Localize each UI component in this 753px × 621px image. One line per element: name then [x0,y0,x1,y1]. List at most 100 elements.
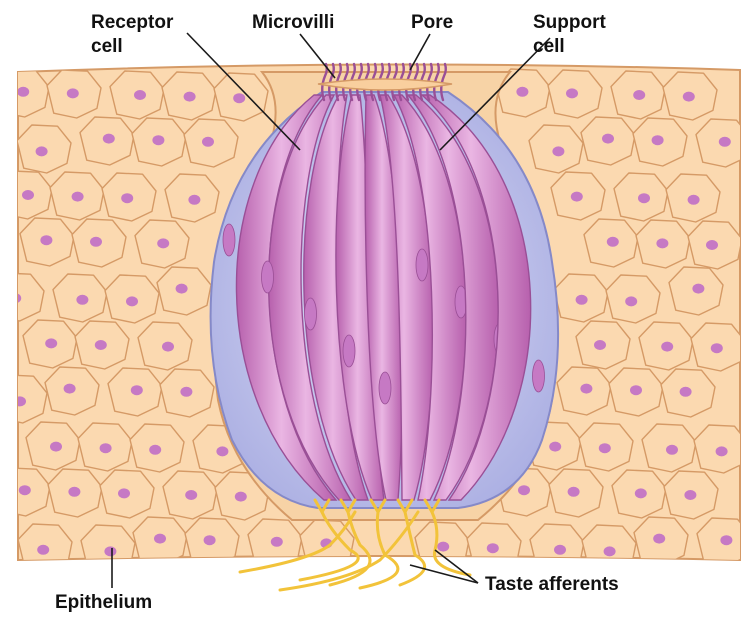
cell-nucleus [661,341,674,352]
taste-afferent-fibers [238,498,472,592]
receptor-nucleus [532,359,545,393]
cell-nucleus [126,296,138,307]
receptor-nucleus [342,334,356,368]
cell-nucleus [549,441,562,452]
cell-nucleus [188,194,201,205]
cell-nucleus [567,486,580,497]
microvillus [370,62,377,102]
cell-nucleus [18,293,22,304]
cell-nucleus [710,343,723,354]
cell-nucleus [570,191,583,202]
taste-afferents-leader-line-2 [409,564,479,584]
receptor-cell-leader-line [186,32,301,151]
microvillus [377,62,384,102]
cell-nucleus [638,193,650,204]
cell-nucleus [66,88,79,99]
microvillus [398,62,405,102]
taste-bud [209,62,560,592]
taste-afferents-leader-line-1 [434,549,479,584]
cell-nucleus [18,86,30,97]
cell-nucleus [183,91,196,102]
cell-nucleus [715,446,728,457]
microvilli [321,62,447,102]
pore-leader-line [409,33,431,71]
cell-nucleus [149,444,162,455]
taste-afferents-label: Taste afferents [485,574,619,595]
epithelial-cells [18,68,740,560]
cell-nucleus [121,193,134,204]
receptor-nucleus [378,371,392,405]
nerve-ending [423,498,441,515]
receptor-cell [392,94,467,501]
cell-nucleus [37,544,50,555]
cell-nucleus [233,93,246,104]
cell-nucleus [692,283,705,294]
cell-nucleus [516,86,529,97]
cell-nucleus [234,491,247,502]
cell-nucleus [575,294,588,305]
cell-nucleus [606,236,619,247]
cell-nucleus [203,535,216,546]
cell-nucleus [633,90,646,100]
cell-nucleus [630,385,642,396]
cell-nucleus [40,235,53,246]
receptor-cell [420,94,532,501]
support-cell-label: Support [533,12,606,33]
cell-nucleus [152,135,165,146]
nerve-ending [313,498,331,515]
microvillus [342,62,349,102]
support-cell-label-line2: cell [533,36,565,57]
cell-nucleus [18,485,31,496]
cell-nucleus [99,443,112,454]
microvillus [363,62,370,102]
cell-nucleus [118,488,130,499]
microvillus [349,62,356,102]
nerve-ending [369,498,387,515]
cell-nucleus [598,443,611,454]
receptor-cell [268,94,353,501]
microvillus [391,62,398,102]
cell-nucleus [50,441,62,452]
cell-nucleus [162,341,174,352]
cell-nucleus [180,386,193,397]
cell-nucleus [651,135,664,146]
microvillus [384,62,391,102]
cell-nucleus [687,194,700,205]
cell-nucleus [684,490,697,500]
cell-nucleus [154,533,166,544]
microvillus [356,62,363,102]
cell-nucleus [202,136,214,147]
cell-nucleus [104,546,117,557]
cell-nucleus [45,338,58,349]
microvillus [419,62,426,102]
cell-nucleus [634,488,647,499]
microvilli-leader-line [299,33,336,79]
epithelial-cell [18,272,45,322]
receptor-nucleus [261,260,274,294]
cell-nucleus [18,396,26,407]
cell-nucleus [185,490,198,500]
microvillus [426,62,433,102]
cell-nucleus [594,340,606,350]
receptor-nucleus [415,248,429,282]
cell-nucleus [486,543,499,554]
cell-nucleus [706,240,718,250]
leader-lines [111,32,551,588]
cell-nucleus [76,294,89,305]
microvillus [433,62,440,102]
cell-nucleus [216,446,229,457]
cell-nucleus [552,146,565,157]
microvillus [412,62,419,102]
cell-nucleus [68,486,81,497]
receptor-cell-label-line2: cell [91,36,123,57]
cell-nucleus [566,88,578,99]
cell-nucleus [102,133,115,144]
microvillus [328,62,335,102]
cell-nucleus [157,238,170,249]
cell-nucleus [22,190,34,200]
cell-nucleus [35,146,48,157]
receptor-nucleus [304,297,317,331]
cell-nucleus [270,536,283,547]
